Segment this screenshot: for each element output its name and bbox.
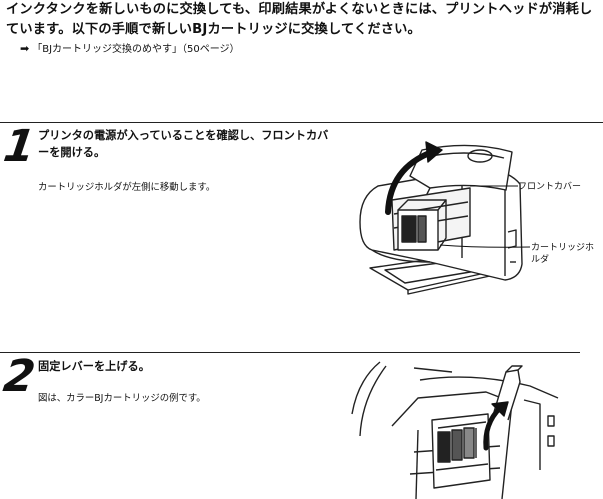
intro-paragraph: インクタンクを新しいものに交換しても、印刷結果がよくないときには、プリントヘッド… <box>6 2 593 37</box>
step-description: 図は、カラーBJカートリッジの例です。 <box>38 393 206 404</box>
section-divider <box>0 352 580 353</box>
section-divider <box>0 122 603 123</box>
right-arrow-icon: ➡ <box>20 42 30 55</box>
step-title: プリンタの電源が入っていることを確認し、フロントカバーを開ける。 <box>38 129 329 159</box>
page-reference-text: 「BJカートリッジ交換のめやす」（50ページ） <box>32 44 240 55</box>
page-reference-link[interactable]: ➡「BJカートリッジ交換のめやす」（50ページ） <box>20 42 240 56</box>
printer-front-cover-illustration <box>359 141 531 295</box>
step-description: カートリッジホルダが左側に移動します。 <box>38 182 216 193</box>
front-cover-callout: フロントカバー <box>518 182 582 192</box>
step-title: 固定レバーを上げる。 <box>38 360 150 373</box>
cartridge-holder-callout: カートリッジホルダ <box>531 243 595 265</box>
